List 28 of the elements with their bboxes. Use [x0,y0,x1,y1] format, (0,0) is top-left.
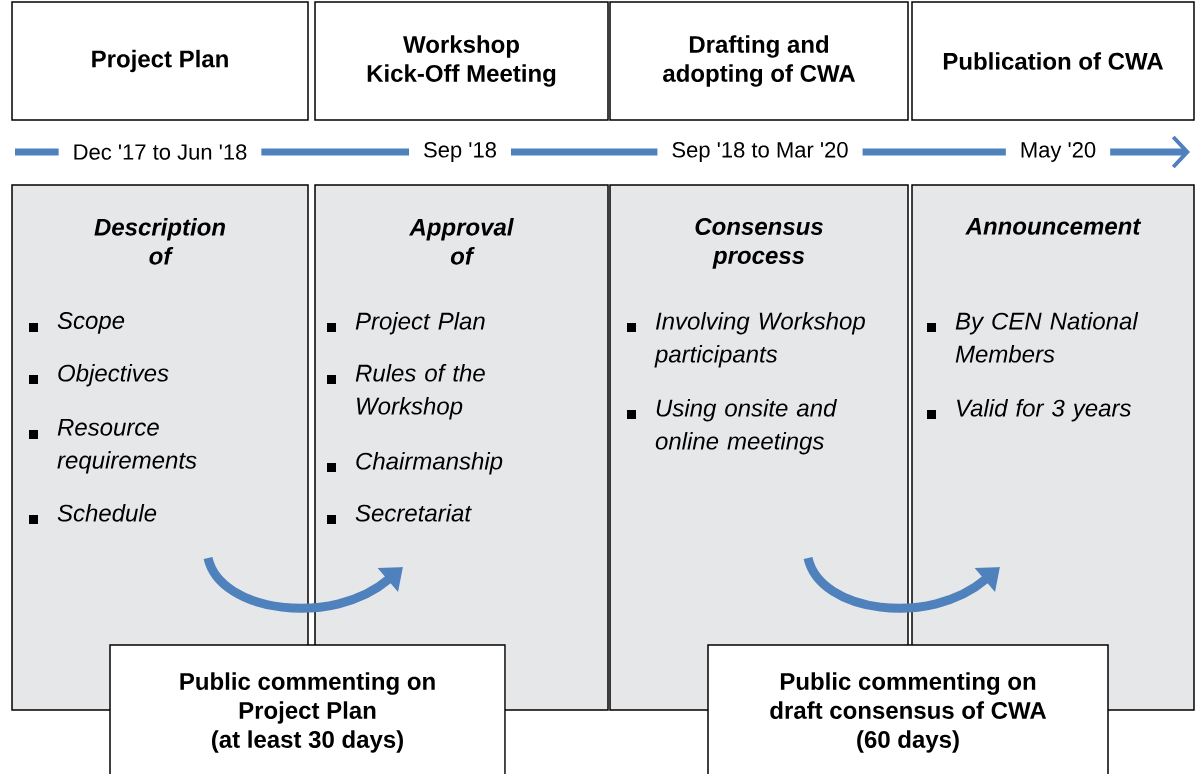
date-label: Sep '18 [409,136,511,168]
bullet-item: Schedule [57,504,157,522]
bullet-item: Rules of the Workshop [355,364,485,420]
panel-heading: Description of [94,218,225,265]
date-label: Sep '18 to Mar '20 [657,136,863,168]
bullet-item: Resource requirements [57,419,197,474]
bullet-item: Chairmanship [356,452,503,475]
panel-heading: Announcement [965,218,1142,235]
comment-box: Public commenting on draft consensus of CWA (60 days) [707,644,1109,774]
header-box: Drafting and adopting of CWA [609,1,909,121]
bullet-item: Project Plan [355,312,485,335]
bullet-item: Secretariat [355,504,472,522]
bullet-item: Valid for 3 years [957,399,1131,422]
curved-arrow [803,556,1000,613]
bullet-item: Scope [57,312,125,334]
date-label: Dec '17 to Jun '18 [58,138,262,166]
header-box: Workshop Kick-Off Meeting [314,1,609,121]
bullet-item: By CEN National Members [955,312,1139,363]
date-label: May '20 [1005,136,1111,168]
bullet-item: Using onsite and online meetings [655,399,837,455]
header-box: Publication of CWA [911,1,1195,121]
panel-heading: Approval of [409,218,514,265]
comment-box: Public commenting on Project Plan (at least 30 days) [109,644,506,774]
header-box: Project Plan [11,1,309,121]
bullet-item: Objectives [58,364,169,387]
curved-arrow [203,556,403,613]
panel-heading: Consensus process [695,218,823,269]
bullet-item: Involving Workshop participants [654,312,865,368]
